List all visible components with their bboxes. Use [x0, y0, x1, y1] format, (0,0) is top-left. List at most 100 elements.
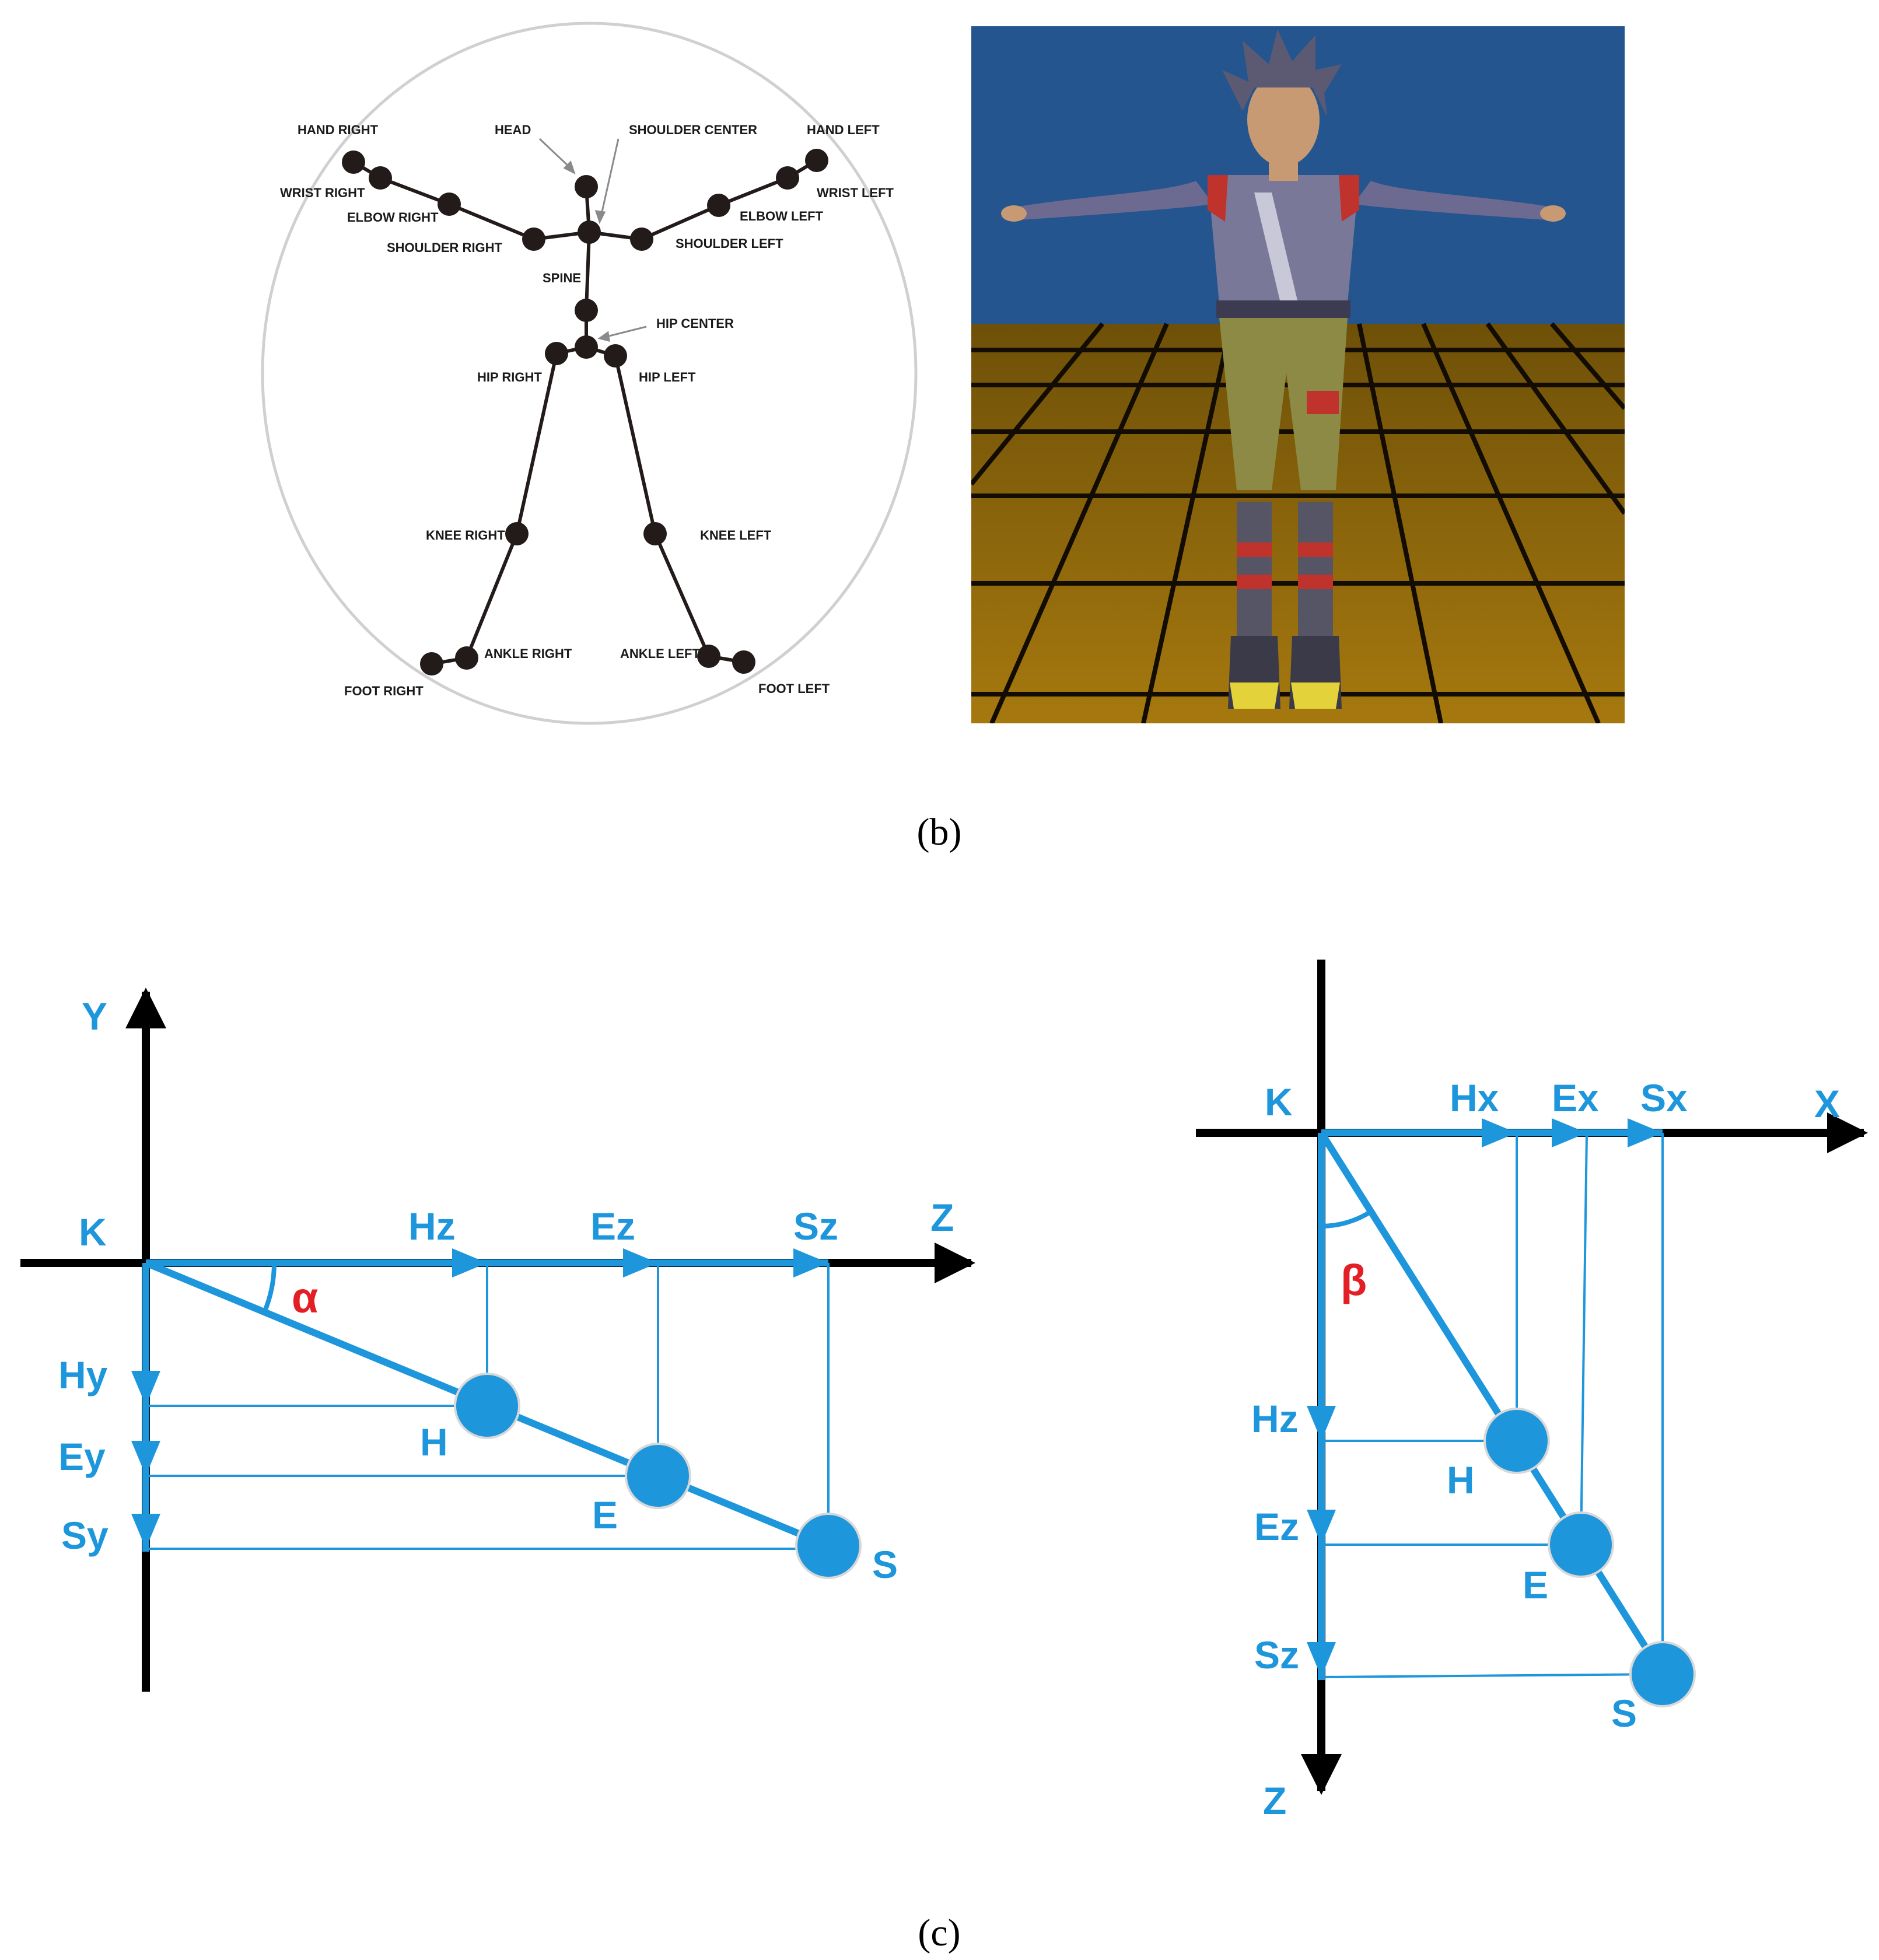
diagram-xz: K Hx Ex Sx X Hz Ez Sz Z H E S β: [1196, 960, 1868, 1822]
caption-b: (b): [917, 811, 962, 853]
xz-arrow-ez: [1307, 1510, 1336, 1545]
yz-label-sy: Sy: [61, 1514, 109, 1557]
avatar-character: [1001, 29, 1566, 709]
yz-arrow-hz: [452, 1248, 487, 1278]
yz-arrow-ez: [623, 1248, 658, 1278]
joint-head: [575, 175, 598, 198]
xz-label-h: H: [1447, 1458, 1475, 1502]
yz-arrow-hy: [131, 1371, 160, 1406]
label-foot-left: FOOT LEFT: [758, 681, 830, 696]
xz-label-hz: Hz: [1251, 1397, 1299, 1440]
yz-label-z: Z: [930, 1196, 954, 1239]
label-head: HEAD: [495, 123, 531, 137]
yz-point-h: [454, 1373, 520, 1439]
yz-labels: Y Z K Hz Ez Sz Hy Ey Sy H E S: [58, 995, 954, 1586]
yz-arrow-ey: [131, 1441, 160, 1476]
joint-wrist-right: [369, 166, 392, 190]
yz-point-e: [625, 1443, 691, 1509]
label-foot-right: FOOT RIGHT: [344, 684, 424, 698]
xz-angle-arc: [1321, 1209, 1373, 1228]
joint-foot-left: [732, 650, 755, 674]
skeleton-labels: HAND RIGHT WRIST RIGHT ELBOW RIGHT SHOUL…: [280, 123, 894, 698]
label-hand-left: HAND LEFT: [807, 123, 880, 137]
yz-label-hz: Hz: [408, 1205, 456, 1248]
yz-label-ez: Ez: [590, 1205, 635, 1248]
xz-label-e: E: [1523, 1563, 1548, 1606]
xz-arrow-sz: [1307, 1642, 1336, 1677]
xz-arrow-sx: [1628, 1118, 1663, 1147]
label-shoulder-right: SHOULDER RIGHT: [387, 240, 503, 255]
label-hip-left: HIP LEFT: [639, 370, 696, 384]
skeleton-diagram: HAND RIGHT WRIST RIGHT ELBOW RIGHT SHOUL…: [261, 22, 918, 725]
xz-label-beta: β: [1341, 1256, 1367, 1304]
joint-hip-center: [575, 335, 598, 359]
joint-knee-right: [505, 522, 529, 545]
label-elbow-right: ELBOW RIGHT: [347, 210, 439, 225]
yz-label-y: Y: [82, 995, 107, 1038]
yz-angle-arc: [262, 1262, 277, 1314]
xz-label-sx: Sx: [1640, 1076, 1688, 1119]
yz-label-hy: Hy: [58, 1353, 108, 1396]
label-knee-left: KNEE LEFT: [700, 528, 772, 542]
yz-label-h: H: [420, 1420, 448, 1464]
xz-label-ez: Ez: [1254, 1505, 1299, 1548]
label-elbow-left: ELBOW LEFT: [740, 209, 824, 223]
joint-hand-right: [342, 150, 365, 174]
yz-arrow-sz: [793, 1248, 828, 1278]
skeleton-pointer-arrows: [538, 138, 647, 342]
xz-projection-lines: [1321, 1132, 1664, 1678]
yz-point-s: [795, 1513, 862, 1579]
xz-label-z: Z: [1263, 1779, 1286, 1822]
yz-projection-lines: [146, 1263, 830, 1550]
xz-arrow-ex: [1552, 1118, 1587, 1147]
yz-label-k: K: [79, 1210, 107, 1254]
diagram-yz: Y Z K Hz Ez Sz Hy Ey Sy H E S α: [20, 988, 975, 1692]
label-ankle-left: ANKLE LEFT: [620, 646, 700, 661]
joint-elbow-left: [707, 194, 730, 217]
xz-label-ex: Ex: [1552, 1076, 1599, 1119]
joint-ankle-left: [697, 645, 720, 668]
yz-label-s: S: [872, 1543, 898, 1586]
xz-arrow-hz: [1307, 1406, 1336, 1441]
avatar-render: [971, 26, 1625, 723]
xz-label-hx: Hx: [1450, 1076, 1499, 1119]
joint-hip-right: [545, 342, 568, 365]
xz-label-k: K: [1265, 1080, 1293, 1124]
xz-label-s: S: [1611, 1692, 1637, 1735]
label-hip-right: HIP RIGHT: [477, 370, 542, 384]
xz-point-e: [1548, 1511, 1614, 1578]
skeleton-joints: [342, 149, 828, 676]
joint-ankle-right: [455, 646, 478, 670]
label-ankle-right: ANKLE RIGHT: [484, 646, 572, 661]
yz-arrowheads: [131, 1248, 828, 1549]
xz-label-x: X: [1814, 1082, 1840, 1125]
xz-point-h: [1483, 1408, 1550, 1474]
xz-points: [1483, 1408, 1696, 1707]
caption-c: (c): [918, 1912, 960, 1954]
xz-arrowheads: [1307, 1118, 1663, 1677]
joint-shoulder-right: [522, 228, 545, 251]
label-shoulder-center: SHOULDER CENTER: [629, 123, 757, 137]
joint-elbow-right: [438, 192, 461, 216]
xz-label-sz: Sz: [1254, 1633, 1299, 1676]
xz-labels: K Hx Ex Sx X Hz Ez Sz Z H E S: [1251, 1076, 1840, 1822]
yz-label-alpha: α: [292, 1273, 319, 1322]
joint-spine: [575, 299, 598, 322]
yz-label-e: E: [592, 1493, 618, 1536]
yz-points: [454, 1373, 862, 1579]
label-wrist-left: WRIST LEFT: [817, 186, 894, 200]
label-hand-right: HAND RIGHT: [298, 123, 379, 137]
yz-arrow-sy: [131, 1514, 160, 1549]
xz-arrow-hx: [1482, 1118, 1517, 1147]
xz-point-s: [1629, 1641, 1696, 1707]
xz-vectors: [1318, 1129, 1666, 1680]
label-shoulder-left: SHOULDER LEFT: [676, 236, 783, 251]
label-wrist-right: WRIST RIGHT: [280, 186, 365, 200]
joint-wrist-left: [776, 166, 799, 190]
joint-shoulder-center: [578, 220, 601, 244]
yz-label-sz: Sz: [793, 1205, 838, 1248]
joint-hand-left: [805, 149, 828, 172]
label-knee-right: KNEE RIGHT: [426, 528, 505, 542]
yz-label-ey: Ey: [58, 1435, 106, 1478]
